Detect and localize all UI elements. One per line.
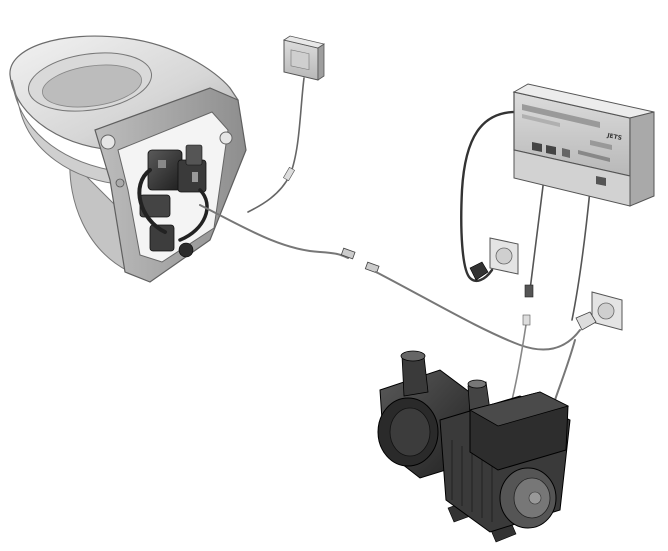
- wall-socket-1: [489, 237, 519, 275]
- brand-label: JETS: [606, 132, 623, 142]
- pump-sensor-connector: [522, 314, 531, 326]
- cable-socket: [364, 261, 380, 274]
- flush-button-plate: [283, 35, 325, 81]
- button-connector: [282, 166, 296, 182]
- wall-socket-2: [575, 291, 623, 331]
- panel-indicator-3: [562, 148, 570, 158]
- vacuum-pump: [377, 350, 571, 543]
- pump-power-plug: [575, 311, 597, 331]
- cable-plug: [340, 247, 356, 260]
- toilet-bowl: [9, 35, 247, 283]
- wiring: [199, 77, 591, 401]
- panel-indicator-2: [546, 145, 556, 155]
- sensor-connector: [524, 284, 534, 298]
- panel-indicator-1: [532, 142, 542, 152]
- control-panel: JETS: [512, 83, 655, 207]
- panel-label: [522, 104, 612, 186]
- power-plug: [469, 261, 489, 281]
- flush-valve-assembly: [137, 144, 209, 258]
